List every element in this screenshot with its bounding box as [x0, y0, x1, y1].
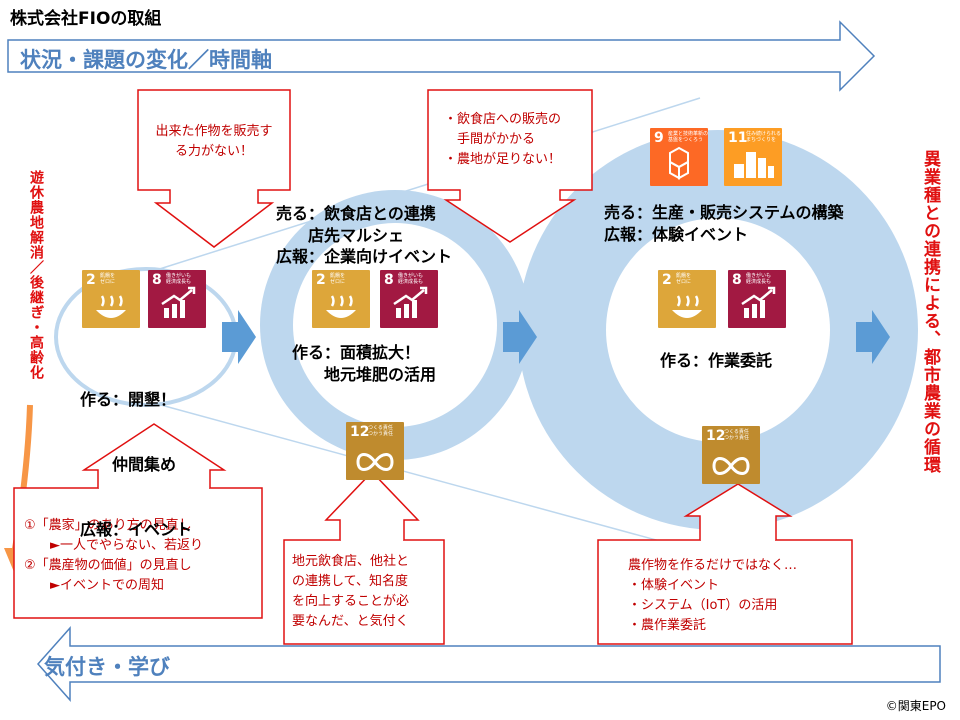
sdg-number: 2	[662, 272, 672, 288]
sdg8-icon: 8 働きがいも 経済成長も	[728, 270, 786, 328]
flow-arrow-1	[222, 310, 256, 364]
stage3-make: 作る：作業委託	[660, 351, 773, 370]
sdg-number: 12	[350, 424, 370, 440]
right-vertical-text: 異業種との連携による、都市農業の循環	[920, 150, 940, 474]
stage2-make: 作る：面積拡大！ 地元堆肥の活用	[292, 343, 437, 384]
stage1-make: 作る：開墾！ 仲間集め 広報：イベント	[80, 346, 192, 562]
time-axis-arrow	[7, 20, 876, 92]
stage3-sell: 売る：生産・販売システムの構築 広報：体験イベント	[604, 203, 844, 244]
callout-bottom2-text: 地元飲食店、他社と の連携して、知名度 を向上することが必 要なんだ、と気付く	[292, 554, 410, 630]
sdg12-icon: 12 つくる責任 つかう責任	[346, 422, 404, 480]
sdg-number: 11	[728, 130, 748, 146]
tangent-line	[149, 97, 701, 273]
sdg-number: 8	[152, 272, 162, 288]
sdg-label: 産業と技術革新の 基盤をつくろう	[668, 131, 708, 143]
stage1-make-line: 作る：開墾！	[80, 390, 177, 410]
sdg-number: 2	[316, 272, 326, 288]
sdg-number: 8	[384, 272, 394, 288]
sdg-label: 住み続けられる まちづくりを	[746, 131, 782, 143]
stage2-sell: 売る：飲食店との連携 店先マルシェ 広報：企業向けイベント	[276, 204, 453, 267]
callout-top1-text: 出来た作物を販売す る力がない！	[155, 124, 273, 160]
callout-bottom1-text: ①「農家」のあり方の見直し ►一人でやらない、若返り ②「農産物の価値」の見直し…	[24, 518, 203, 594]
sdg-number: 9	[654, 130, 664, 146]
tangent-line	[149, 401, 701, 553]
callout-top2-shape	[427, 89, 593, 243]
sdg-label: つくる責任 つかう責任	[368, 425, 394, 437]
flow-arrow-2	[503, 310, 537, 364]
sdg-label: 飢餓を ゼロに	[676, 273, 692, 285]
learning-label: 気付き・学び	[44, 655, 170, 679]
sdg8-icon: 8 働きがいも 経済成長も	[148, 270, 206, 328]
sdg12-icon: 12 つくる責任 つかう責任	[702, 426, 760, 484]
sdg2-icon: 2 飢餓を ゼロに	[82, 270, 140, 328]
sdg11-icon: 11 住み続けられる まちづくりを	[724, 128, 782, 186]
sdg-label: 飢餓を ゼロに	[100, 273, 116, 285]
stage1-make-line: 仲間集め	[80, 454, 177, 474]
callout-top1-shape	[137, 89, 291, 248]
sdg2-icon: 2 飢餓を ゼロに	[658, 270, 716, 328]
sdg9-icon: 9 産業と技術革新の 基盤をつくろう	[650, 128, 708, 186]
copyright-credit: ©関東EPO	[885, 699, 946, 713]
sdg-number: 12	[706, 428, 726, 444]
sdg-label: つくる責任 つかう責任	[724, 429, 750, 441]
sdg-number: 2	[86, 272, 96, 288]
sdg-label: 働きがいも 経済成長も	[398, 273, 424, 285]
time-axis-label: 状況・課題の変化／時間軸	[20, 48, 272, 72]
learning-arrow	[36, 626, 941, 702]
stage1-publicity: 広報：イベント	[80, 519, 193, 539]
sdg8-icon: 8 働きがいも 経済成長も	[380, 270, 438, 328]
sdg-number: 8	[732, 272, 742, 288]
flow-arrow-3	[856, 310, 890, 364]
page-title: 株式会社FIOの取組	[10, 9, 162, 29]
sdg2-icon: 2 飢餓を ゼロに	[312, 270, 370, 328]
callout-top2-text: ・飲食店への販売の 手間がかかる ・農地が足りない！	[444, 112, 562, 168]
left-vertical-text: 遊休農地解消／後継ぎ・高齢化	[28, 170, 44, 380]
sdg-label: 働きがいも 経済成長も	[746, 273, 772, 285]
callout-bottom3-text: 農作物を作るだけではなく… ・体験イベント ・システム（IoT）の活用 ・農作業…	[628, 558, 798, 634]
sdg-label: 働きがいも 経済成長も	[166, 273, 192, 285]
sdg-label: 飢餓を ゼロに	[330, 273, 346, 285]
